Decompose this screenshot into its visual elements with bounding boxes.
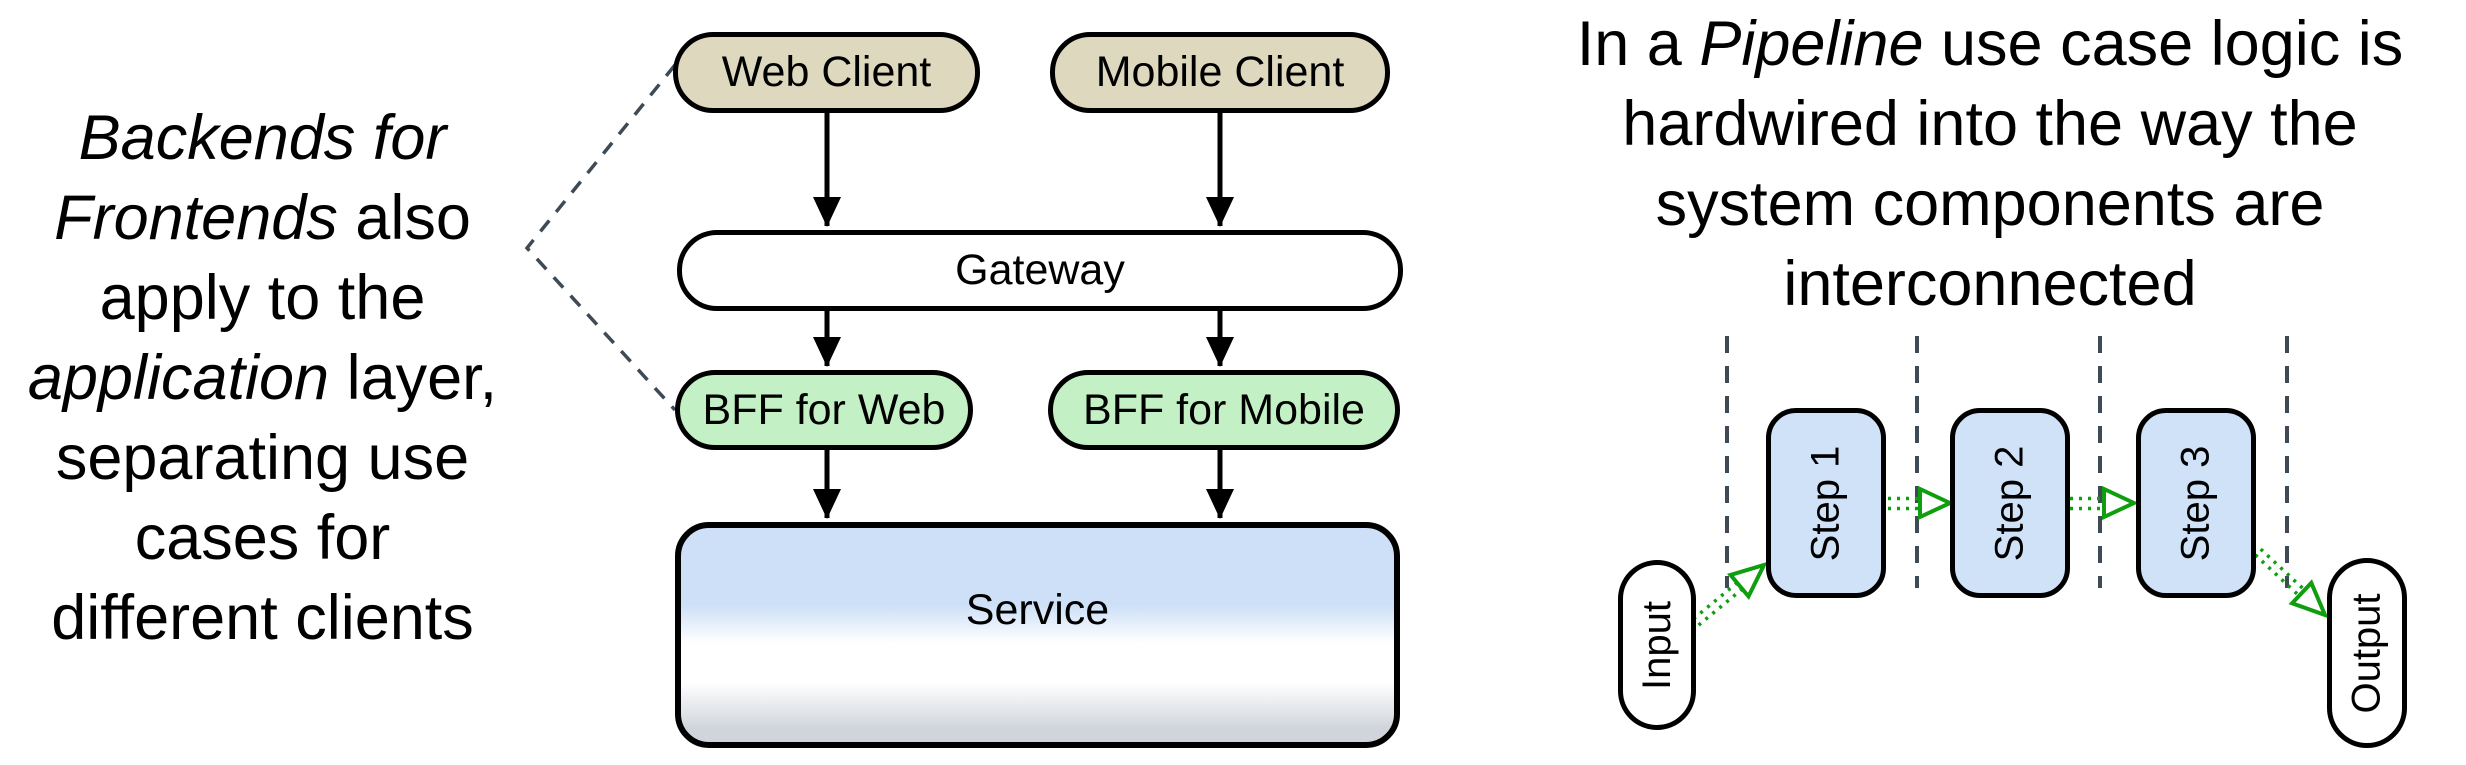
input-label: Input xyxy=(1634,600,1679,690)
input-node: Input xyxy=(1618,560,1696,730)
step3-to-output-arrow xyxy=(2254,547,2329,619)
step1-to-step2-arrow xyxy=(1888,485,1955,521)
annotation-line: different clients xyxy=(51,583,474,653)
gateway-node: Gateway xyxy=(677,230,1403,311)
annotation-line: separating use xyxy=(55,423,470,493)
pipeline-annotation-text: In a Pipeline use case logic is hardwire… xyxy=(1558,4,2422,324)
annotation-line: hardwired into the way the xyxy=(1622,89,2358,159)
step-2-node: Step 2 xyxy=(1950,408,2070,598)
output-label: Output xyxy=(2344,592,2389,714)
web-client-label: Web Client xyxy=(721,48,932,96)
input-to-step1-arrow xyxy=(1692,561,1768,627)
bff-for-web-node: BFF for Web xyxy=(675,370,973,450)
step-1-label: Step 1 xyxy=(1803,445,1848,561)
step-1-node: Step 1 xyxy=(1766,408,1886,598)
annotation-line: Backends for xyxy=(78,103,447,173)
annotation-line: apply to the xyxy=(99,263,426,333)
mobile-client-node: Mobile Client xyxy=(1050,32,1390,113)
annotation-line: cases for xyxy=(134,503,391,573)
annotation-line: interconnected xyxy=(1783,249,2197,319)
annotation-line: Frontends also xyxy=(54,183,471,253)
annotation-line: application layer, xyxy=(27,343,498,413)
bff-for-web-label: BFF for Web xyxy=(702,385,946,434)
step-3-label: Step 3 xyxy=(2173,445,2218,561)
web-client-node: Web Client xyxy=(673,32,980,113)
service-node: Service xyxy=(675,522,1400,748)
step2-to-step3-arrow xyxy=(2070,485,2139,521)
annotation-line: In a Pipeline use case logic is xyxy=(1576,9,2404,79)
service-label: Service xyxy=(965,586,1110,634)
bff-for-mobile-label: BFF for Mobile xyxy=(1083,385,1365,434)
annotation-line: system components are xyxy=(1655,169,2325,239)
step-3-node: Step 3 xyxy=(2136,408,2256,598)
mobile-client-label: Mobile Client xyxy=(1095,48,1345,96)
gateway-label: Gateway xyxy=(955,246,1125,294)
bff-callout-dashed-bracket xyxy=(524,63,677,412)
output-node: Output xyxy=(2327,558,2407,748)
step-2-label: Step 2 xyxy=(1987,445,2032,561)
bff-annotation-text: Backends for Frontends also apply to the… xyxy=(0,98,525,658)
bff-for-mobile-node: BFF for Mobile xyxy=(1048,370,1400,450)
